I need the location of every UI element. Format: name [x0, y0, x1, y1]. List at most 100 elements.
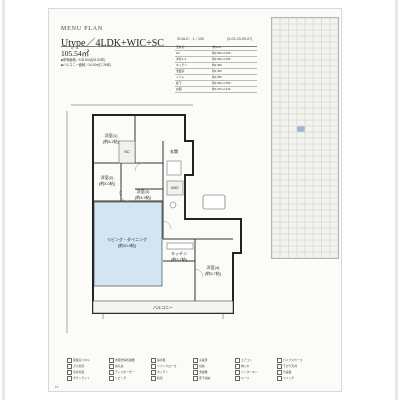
- legend-item: リビング: [109, 376, 126, 381]
- unit-cell: [321, 234, 330, 240]
- unit-cell: [296, 48, 305, 54]
- living-dining-size: (約20.9帖): [118, 242, 137, 248]
- area-details: ■専有面積／105.54㎡(31.92坪) ■バルコニー面積／24.00㎡(7.…: [61, 58, 111, 68]
- unit-cell: [272, 156, 281, 162]
- room-label-2: 洋室(2): [101, 174, 115, 180]
- unit-cell: [321, 90, 330, 96]
- unit-cell: [272, 102, 281, 108]
- page-number: 13: [55, 385, 59, 389]
- exclusive-area: ■専有面積／105.54㎡(31.92坪): [61, 58, 106, 62]
- table-row: キッチン約2,350: [175, 61, 257, 69]
- unit-cell: [272, 54, 281, 60]
- unit-type-title: Utype／4LDK+WIC+SC: [61, 38, 164, 49]
- unit-cell: [329, 216, 338, 222]
- unit-cell: [296, 156, 305, 162]
- legend-item: ソフトクローズ: [151, 364, 176, 369]
- room-label-1: 洋室(1): [105, 132, 119, 138]
- unit-cell: [321, 150, 330, 156]
- unit-cell: [296, 198, 305, 204]
- unit-cell: [296, 30, 305, 36]
- unit-cell: [280, 54, 289, 60]
- legend-item: スイッチ: [277, 376, 294, 381]
- unit-cell: [313, 144, 322, 150]
- unit-cell: [296, 66, 305, 72]
- unit-cell: [280, 66, 289, 72]
- legend-label: 浄水器: [157, 358, 166, 363]
- unit-cell: [288, 162, 297, 168]
- unit-cell: [280, 120, 289, 126]
- table-row: 洗面室約2,350: [175, 67, 257, 75]
- binder-edge-right: [395, 0, 398, 400]
- unit-cell: [305, 198, 314, 204]
- unit-cell: [272, 222, 281, 228]
- unit-cell: [305, 24, 314, 30]
- unit-cell: [321, 84, 330, 90]
- unit-cell: [288, 252, 297, 258]
- unit-cell: [305, 180, 314, 186]
- unit-cell: [329, 78, 338, 84]
- unit-cell: [321, 246, 330, 252]
- unit-cell: [288, 192, 297, 198]
- unit-cell: [305, 222, 314, 228]
- balcony-label: バルコニー: [153, 305, 173, 310]
- unit-cell: [280, 30, 289, 36]
- unit-cell: [272, 252, 281, 258]
- legend-label: スイッチ: [283, 376, 295, 381]
- unit-cell: [288, 54, 297, 60]
- unit-cell: [280, 180, 289, 186]
- unit-cell: [305, 66, 314, 72]
- unit-cell: [305, 156, 314, 162]
- legend-item: ガス給湯: [67, 364, 84, 369]
- unit-cell: [296, 228, 305, 234]
- unit-cell: [313, 114, 322, 120]
- unit-cell: [288, 42, 297, 48]
- unit-cell: [321, 222, 330, 228]
- unit-cell: [305, 78, 314, 84]
- unit-cell: [288, 30, 297, 36]
- kitchen-label: キッチン: [171, 251, 187, 256]
- legend-label: 換気扇: [115, 364, 124, 369]
- legend-symbol-icon: [67, 370, 72, 375]
- unit-cell: [280, 72, 289, 78]
- floor-plan-drawing: 洋室(1) (約6.2帖) 洋室(2) (約5.0帖) 洋室(3) (約4.9帖…: [66, 104, 242, 333]
- unit-cell: [288, 210, 297, 216]
- unit-cell: [313, 126, 322, 132]
- ceiling-head-unit: (約mm): [212, 45, 222, 50]
- kitchen-size: (約3.7帖): [171, 256, 188, 262]
- legend-symbol-icon: [235, 358, 240, 363]
- unit-cell: [272, 78, 281, 84]
- unit-cell: [296, 192, 305, 198]
- unit-cell: [272, 198, 281, 204]
- unit-cell: [329, 30, 338, 36]
- unit-cell: [288, 66, 297, 72]
- unit-cell: [272, 144, 281, 150]
- unit-cell: [280, 84, 289, 90]
- unit-cell: [313, 48, 322, 54]
- unit-cell: [305, 240, 314, 246]
- door-swing: [134, 162, 144, 172]
- unit-cell: [313, 78, 322, 84]
- area-size: 105.54㎡: [61, 49, 90, 58]
- unit-cell: [288, 108, 297, 114]
- ceiling-head-label: 天井高: [176, 45, 185, 50]
- menu-plan-label: MENU PLAN: [61, 26, 104, 32]
- legend-label: 給湯: [157, 376, 163, 381]
- unit-cell: [272, 180, 281, 186]
- room-cell: トイレ: [175, 73, 211, 81]
- unit-cell: [329, 24, 338, 30]
- legend-item: 換気扇: [109, 364, 123, 369]
- unit-cell: [288, 168, 297, 174]
- height-cell: 約2,350: [211, 67, 257, 75]
- unit-cell: [280, 96, 289, 102]
- unit-cell: [321, 120, 330, 126]
- legend-label: ディスポーザー: [115, 370, 135, 375]
- unit-cell: [296, 252, 305, 258]
- unit-cell: [272, 84, 281, 90]
- room-label-3: 洋室(3): [137, 188, 151, 194]
- unit-cell: [305, 102, 314, 108]
- unit-cell: [280, 138, 289, 144]
- unit-cell: [272, 30, 281, 36]
- legend-label: リビング: [115, 376, 127, 381]
- unit-cell: [329, 54, 338, 60]
